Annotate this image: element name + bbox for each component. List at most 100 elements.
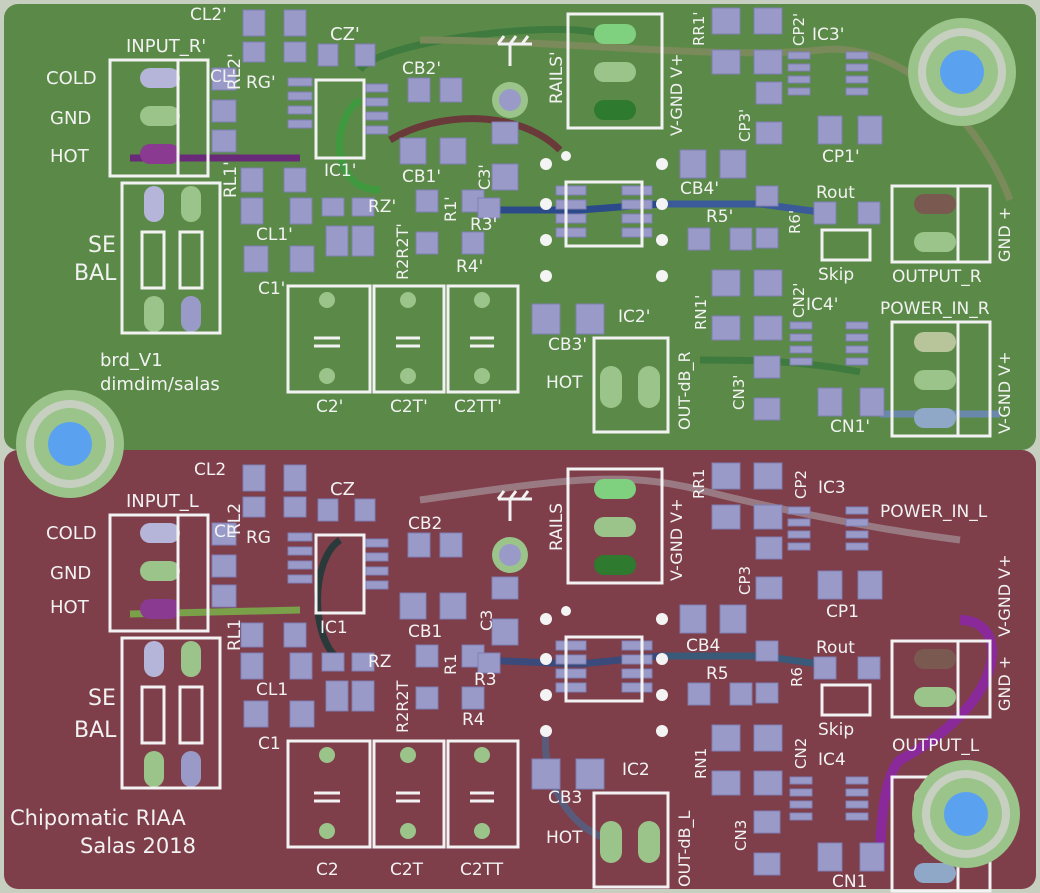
mounting-hole-top-right (908, 18, 1016, 126)
cp1-label: CP1' (822, 147, 860, 167)
r2-label: R2R2T' (393, 223, 412, 280)
out-db-label: OUT-dB_L (675, 810, 695, 887)
mounting-hole-bottom-right (912, 760, 1020, 868)
c2tt-label: C2TT' (454, 397, 502, 417)
cb4-label: CB4' (680, 179, 719, 199)
bal-label: BAL (74, 261, 117, 286)
credit-line-2: dimdim/salas (100, 374, 220, 395)
hot-label: HOT (50, 146, 90, 167)
out-hot-label: HOT (546, 828, 583, 848)
se-label: SE (88, 686, 116, 711)
c2t-label: C2T (390, 860, 424, 880)
output-gnd-label: GND + (995, 656, 1014, 711)
cold-label: COLD (46, 68, 97, 89)
cn2-label: CN2 (792, 738, 810, 769)
cn1-label: CN1' (830, 417, 870, 437)
r5-label: R5' (706, 207, 733, 227)
ic1-label: IC1 (320, 618, 348, 638)
hot-label: HOT (50, 597, 90, 618)
cl-label: CL' (210, 67, 236, 87)
r2-label: R2R2T (393, 680, 412, 733)
rout-label: Rout (816, 183, 855, 203)
skip-label: Skip (818, 265, 854, 285)
rn1-label: RN1' (692, 295, 710, 330)
cn2-label: CN2' (790, 283, 808, 318)
rg-label: RG' (246, 73, 276, 93)
rn1-label: RN1 (692, 748, 710, 779)
output-gnd-label: GND + (995, 207, 1014, 262)
c3-label: C3 (477, 610, 496, 631)
cb3-label: CB3' (548, 335, 587, 355)
c1-label: C1' (258, 279, 285, 299)
ic3-label: IC3' (812, 25, 844, 45)
output-header-label: OUTPUT_L (892, 736, 980, 756)
cp3-label: CP3 (736, 566, 754, 595)
cb2-label: CB2 (408, 514, 442, 534)
cl-label: CL (214, 522, 236, 542)
credit-line-1: brd_V1 (100, 350, 163, 371)
cold-label: COLD (46, 523, 97, 544)
power-header-label: POWER_IN_L (880, 502, 988, 522)
out-db-label: OUT-dB_R (675, 351, 695, 430)
c2-label: C2' (316, 397, 343, 417)
gnd-label: GND (50, 108, 91, 129)
c2tt-label: C2TT (460, 860, 504, 880)
cn1-label: CN1 (832, 872, 867, 892)
cl1-label: CL1' (256, 225, 293, 245)
rout-label: Rout (816, 638, 855, 658)
rl2-label: RL2' (225, 53, 245, 90)
gnd-label: GND (50, 563, 91, 584)
c1-label: C1 (258, 734, 281, 754)
cb3-label: CB3 (548, 788, 582, 808)
ic4-label: IC4' (806, 295, 838, 315)
c2-label: C2 (316, 860, 339, 880)
rz-label: RZ (368, 652, 391, 672)
rr1-label: RR1 (690, 469, 708, 499)
r6-label: R6' (786, 210, 804, 234)
credit-line-2: Salas 2018 (80, 834, 196, 858)
bal-label: BAL (74, 718, 117, 743)
rails-label: RAILS (547, 503, 567, 551)
r4-label: R4' (456, 257, 483, 277)
input-header-label: INPUT_L (126, 491, 199, 512)
se-label: SE (88, 233, 116, 258)
cp2-label: CP2 (792, 470, 810, 499)
ic1-label: IC1' (324, 161, 356, 181)
out-hot-label: HOT (546, 373, 583, 393)
r6-label: R6 (788, 667, 806, 687)
rl2-label: RL2 (225, 503, 245, 535)
bottom-silkscreen-text: INPUT_L COLD GND HOT SE BAL CL2 RL2 CL R… (10, 460, 1014, 892)
cn3-label: CN3' (730, 375, 748, 410)
cz-label: CZ (330, 479, 355, 500)
cp1-label: CP1 (826, 602, 859, 622)
ic2-label: IC2 (622, 760, 650, 780)
r4-label: R4 (462, 710, 485, 730)
cl1-label: CL1 (256, 680, 288, 700)
rails-v-label: V-GND V+ (667, 499, 686, 582)
cb4-label: CB4 (686, 636, 720, 656)
power-v-label: V-GND V+ (995, 352, 1014, 435)
c2t-label: C2T' (390, 397, 428, 417)
c3-label: C3' (475, 164, 494, 190)
r1-label: R1' (441, 196, 460, 222)
top-silkscreen-text: INPUT_R' COLD GND HOT SE BAL CL2' RL2' C… (46, 5, 1014, 437)
rl1-label: RL1' (221, 161, 241, 198)
r3-label: R3' (470, 215, 497, 235)
ic4-label: IC4 (818, 750, 846, 770)
cb1-label: CB1' (402, 167, 441, 187)
cp3-label: CP3' (736, 109, 754, 142)
credit-line-1: Chipomatic RIAA (10, 806, 186, 830)
cz-label: CZ' (330, 24, 360, 45)
cb1-label: CB1 (408, 622, 442, 642)
power-header-label: POWER_IN_R (880, 299, 990, 319)
cl2-label: CL2' (190, 5, 227, 25)
rz-label: RZ' (368, 197, 396, 217)
output-header-label: OUTPUT_R (892, 267, 982, 287)
rails-label: RAILS' (547, 51, 567, 104)
r3-label: R3 (474, 670, 497, 690)
rr1-label: RR1' (690, 11, 708, 46)
input-header-label: INPUT_R' (126, 36, 206, 57)
r5-label: R5 (706, 664, 729, 684)
rg-label: RG (246, 528, 271, 548)
